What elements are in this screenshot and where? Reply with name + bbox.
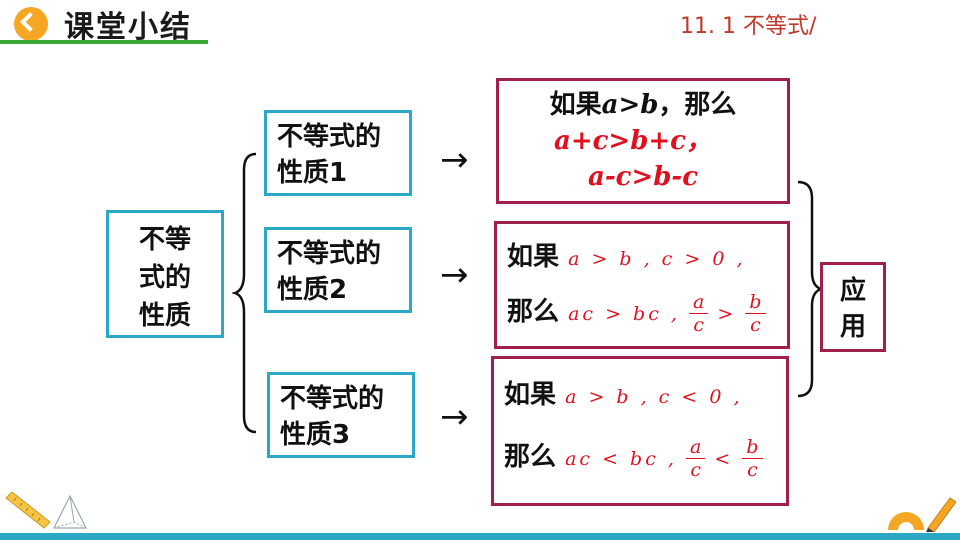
conclusion: ac < bc , xyxy=(565,448,677,470)
application-box: 应 用 xyxy=(820,262,886,352)
left-brace-icon xyxy=(232,152,257,434)
logo-icon xyxy=(14,7,48,41)
property-line: 不等式的 xyxy=(277,122,382,152)
if-label: 如果 xyxy=(507,242,560,272)
page-title: 课堂小结 xyxy=(64,10,192,45)
main-concept-line: 式的 xyxy=(138,263,191,293)
property-line: 不等式的 xyxy=(277,239,382,269)
operator: > xyxy=(717,303,737,325)
if-label: 如果 xyxy=(504,380,557,410)
bottom-bar xyxy=(0,533,960,540)
property-line: 性质2 xyxy=(277,275,348,305)
condition: a > b , c > 0 , xyxy=(568,248,746,270)
property-line: 性质1 xyxy=(277,158,348,188)
application-line: 用 xyxy=(839,312,866,342)
then-label: ，那么 xyxy=(658,90,737,120)
condition: a > b , c < 0 , xyxy=(565,386,743,408)
property-line: 性质3 xyxy=(280,420,351,450)
section-label: 11. 1 不等式/ xyxy=(680,14,817,39)
property-box-3: 不等式的 性质3 xyxy=(267,372,415,458)
conclusion: ac > bc , xyxy=(568,303,680,325)
property-box-1: 不等式的 性质1 xyxy=(264,110,412,196)
then-label: 那么 xyxy=(507,297,560,327)
property-box-2: 不等式的 性质2 xyxy=(264,227,412,313)
then-label: 那么 xyxy=(504,442,557,472)
conclusion-sub: a-c>b-c xyxy=(587,162,699,192)
arrow-right-icon: → xyxy=(440,397,469,437)
ruler-icon xyxy=(5,491,51,529)
arrow-right-icon: → xyxy=(440,140,469,180)
if-label: 如果 xyxy=(549,90,602,120)
pyramid-icon xyxy=(53,494,87,529)
application-line: 应 xyxy=(839,276,866,306)
arrow-right-icon: → xyxy=(440,255,469,295)
main-concept-line: 性质 xyxy=(138,301,191,331)
result-box-1: 如果a>b，那么 a+c>b+c， a-c>b-c xyxy=(496,78,790,204)
conclusion-add: a+c>b+c， xyxy=(553,126,713,156)
operator: < xyxy=(714,448,734,470)
protractor-pencil-icon xyxy=(888,497,956,532)
main-concept-box: 不等 式的 性质 xyxy=(106,210,224,338)
condition: a>b xyxy=(601,90,659,120)
property-line: 不等式的 xyxy=(280,384,385,414)
main-concept-line: 不等 xyxy=(138,225,191,255)
title-underline xyxy=(0,40,208,44)
